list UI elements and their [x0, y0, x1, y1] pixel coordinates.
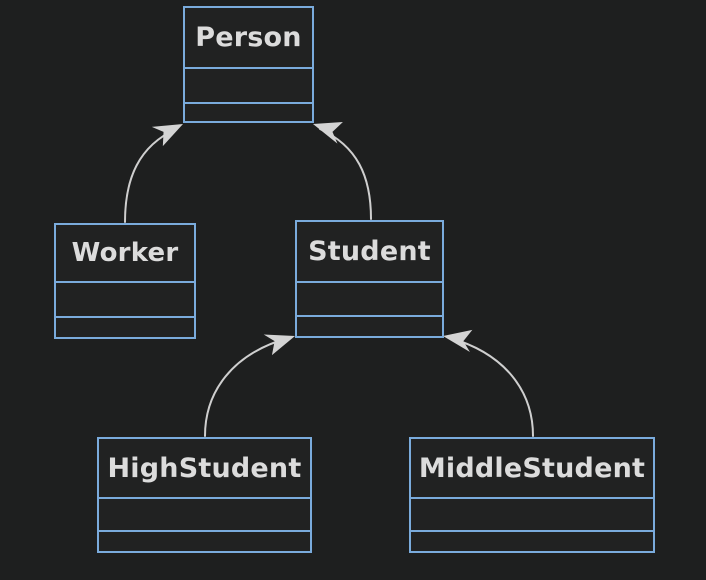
- arrowhead-icon: [443, 329, 473, 352]
- class-methods-compartment-person: [185, 104, 312, 121]
- class-box-person[interactable]: Person: [183, 6, 314, 123]
- class-box-student[interactable]: Student: [295, 220, 444, 338]
- edge-line: [449, 337, 534, 437]
- class-methods-compartment-worker: [56, 318, 194, 337]
- arrowhead-icon: [313, 122, 343, 144]
- inheritance-edge: [313, 122, 372, 220]
- class-methods-compartment-highstudent: [99, 532, 310, 551]
- class-box-highstudent[interactable]: HighStudent: [97, 437, 312, 553]
- class-box-worker[interactable]: Worker: [54, 223, 196, 339]
- class-attributes-compartment-middlestudent: [411, 499, 653, 532]
- class-name-worker: Worker: [56, 225, 194, 283]
- arrowhead-icon: [263, 334, 295, 356]
- class-name-person: Person: [185, 8, 312, 69]
- class-attributes-compartment-student: [297, 283, 442, 317]
- class-attributes-compartment-highstudent: [99, 499, 310, 532]
- inheritance-edge: [204, 334, 295, 437]
- class-attributes-compartment-person: [185, 69, 312, 104]
- class-name-highstudent: HighStudent: [99, 439, 310, 499]
- inheritance-edge: [443, 329, 534, 437]
- class-methods-compartment-middlestudent: [411, 532, 653, 551]
- class-methods-compartment-student: [297, 317, 442, 336]
- class-name-student: Student: [297, 222, 442, 283]
- edge-line: [204, 337, 289, 437]
- inheritance-edge: [124, 124, 183, 223]
- edge-line: [124, 128, 177, 223]
- class-attributes-compartment-worker: [56, 283, 194, 318]
- edge-line: [319, 128, 372, 220]
- class-name-middlestudent: MiddleStudent: [411, 439, 653, 499]
- class-box-middlestudent[interactable]: MiddleStudent: [409, 437, 655, 553]
